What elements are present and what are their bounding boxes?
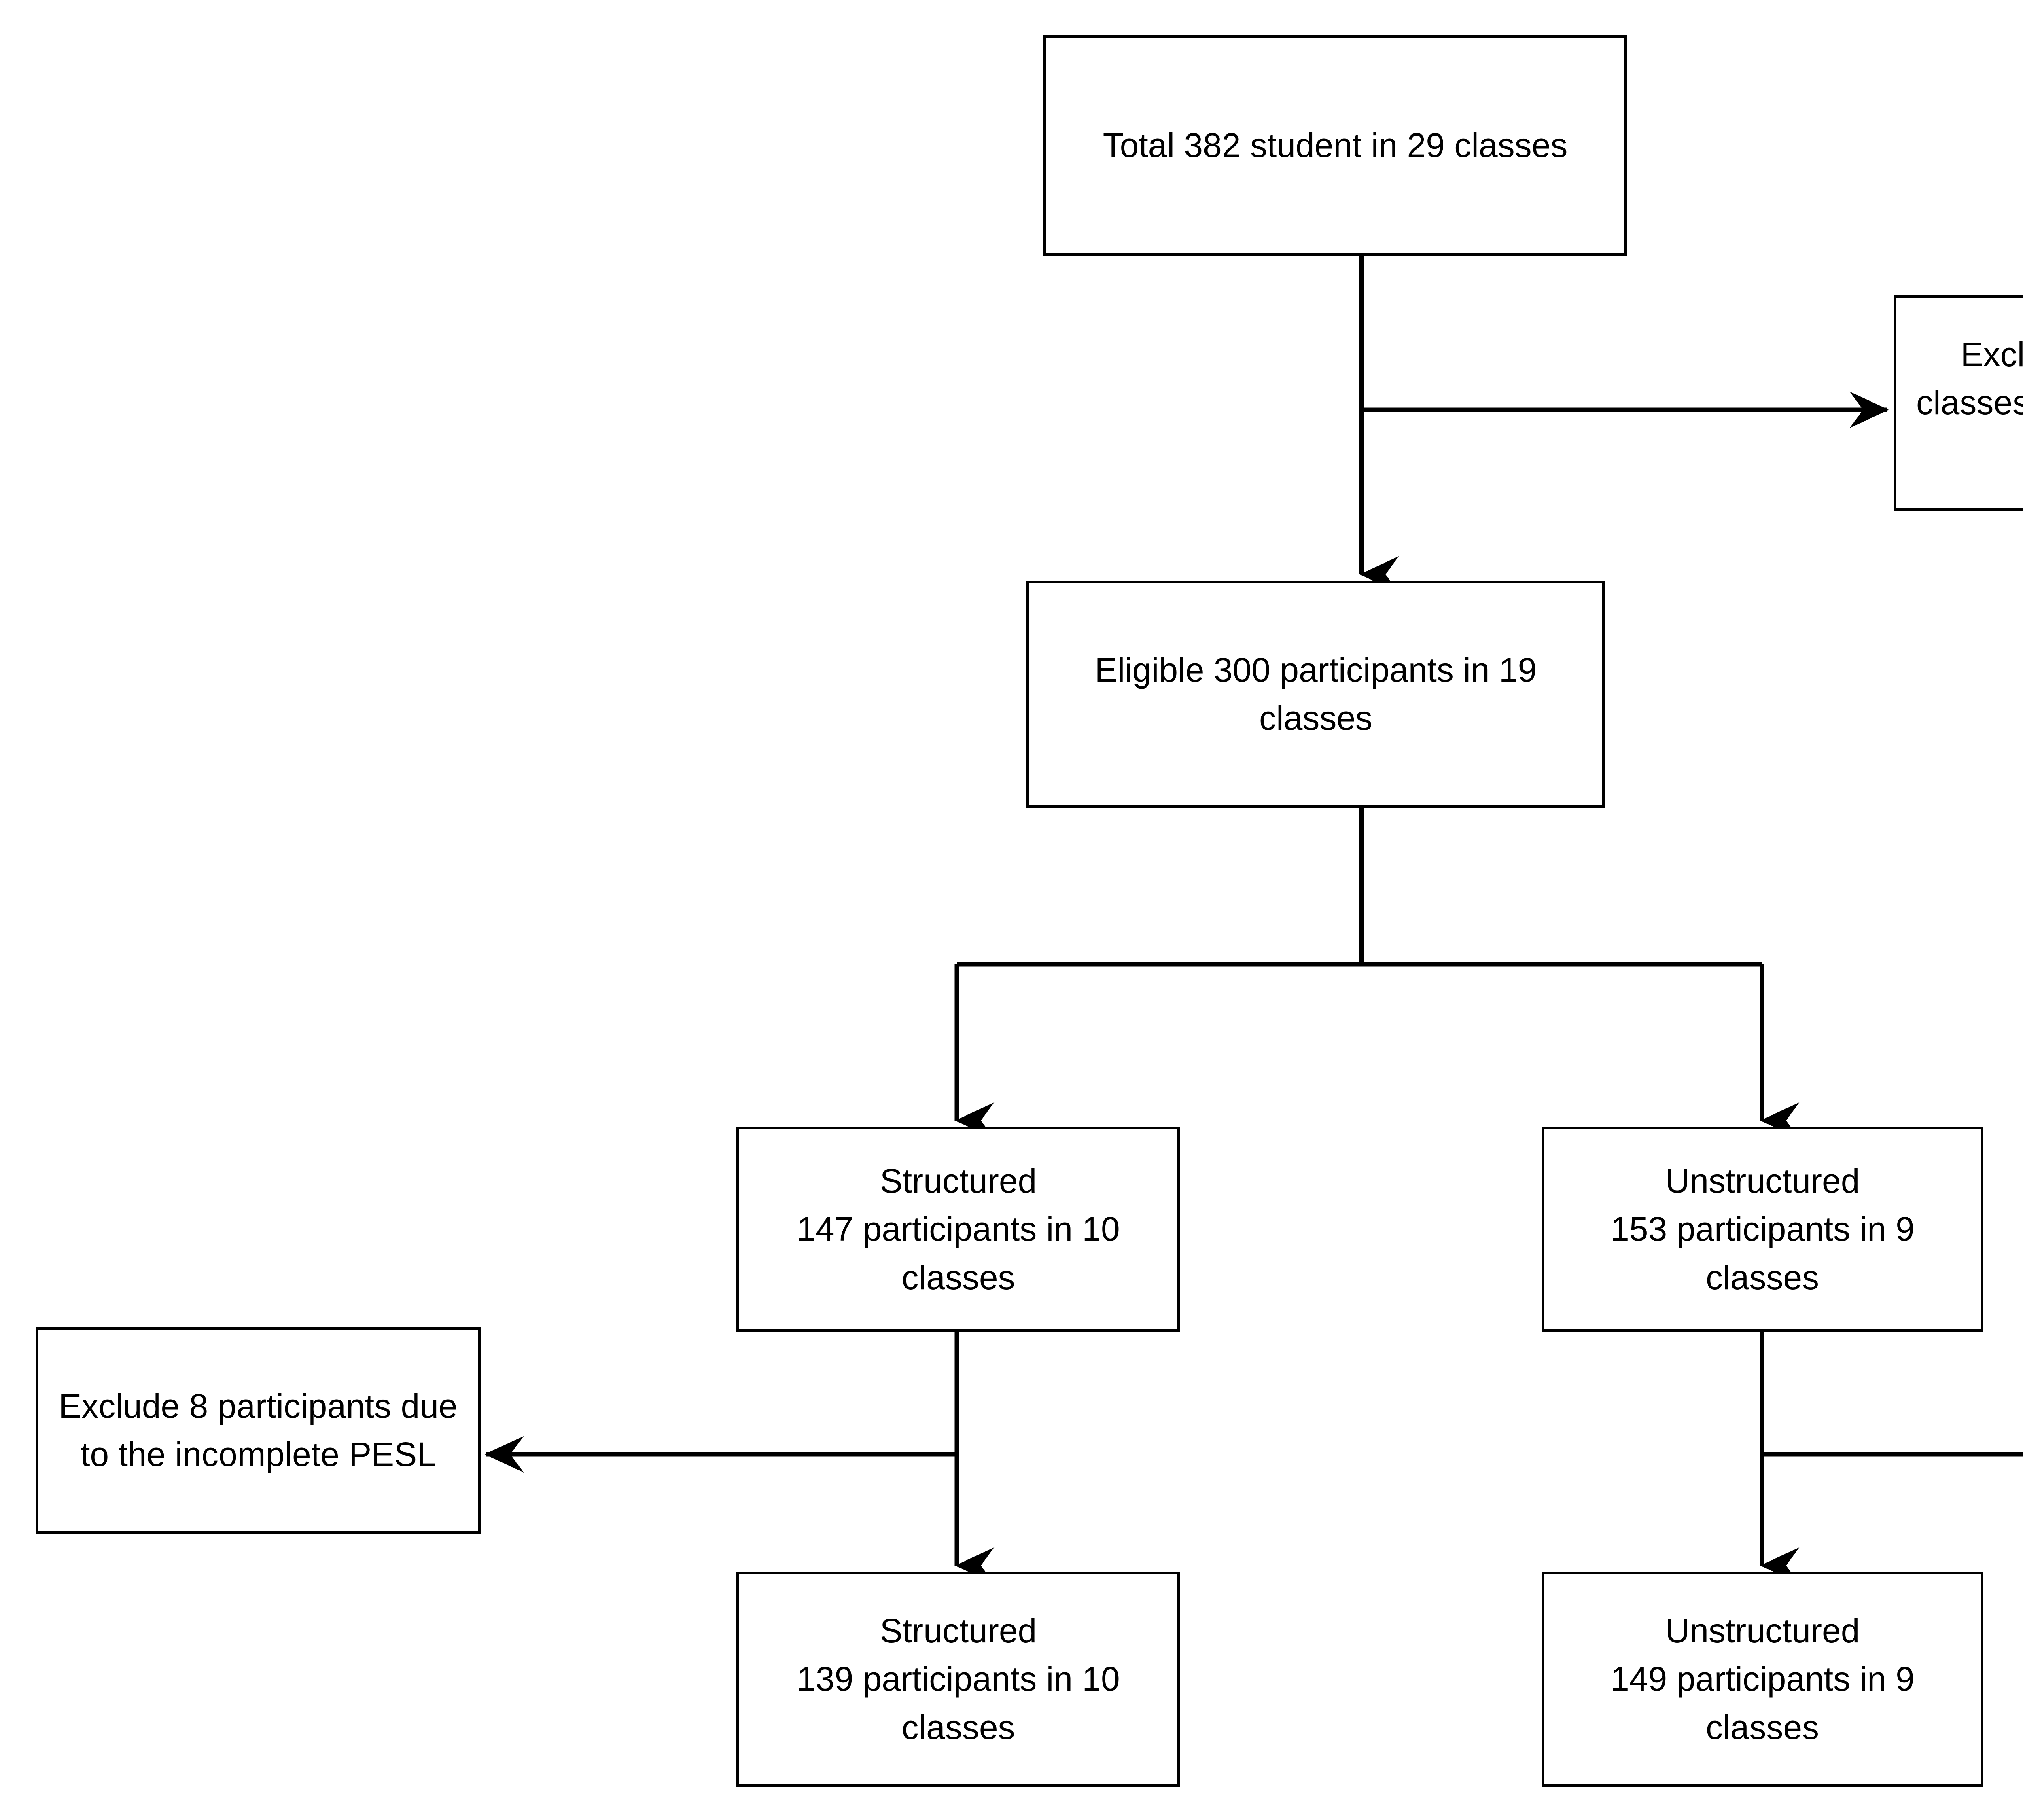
node-total-enrolled: Total 382 student in 29 classes — [1043, 35, 1627, 256]
node-excluded-randomization-failure: Excluded 82 participants in 10 classes d… — [1894, 295, 2023, 511]
node-exclude-structured-incomplete-pesl-label: Exclude 8 participants due to the incomp… — [59, 1387, 458, 1473]
node-structured-analyzed: Structured 139 participants in 10 classe… — [736, 1572, 1180, 1787]
node-unstructured-allocated-label: Unstructured 153 participants in 9 class… — [1610, 1162, 1915, 1297]
node-excluded-randomization-failure-label: Excluded 82 participants in 10 classes d… — [1916, 335, 2023, 422]
node-total-enrolled-label: Total 382 student in 29 classes — [1103, 126, 1568, 164]
node-unstructured-analyzed: Unstructured 149 participants in 9 class… — [1542, 1572, 1983, 1787]
node-structured-analyzed-label: Structured 139 participants in 10 classe… — [797, 1612, 1120, 1746]
node-eligible-participants-label: Eligible 300 participants in 19 classes — [1094, 650, 1537, 737]
node-exclude-structured-incomplete-pesl: Exclude 8 participants due to the incomp… — [36, 1327, 481, 1534]
node-unstructured-allocated: Unstructured 153 participants in 9 class… — [1542, 1127, 1983, 1332]
node-eligible-participants: Eligible 300 participants in 19 classes — [1026, 581, 1605, 808]
node-structured-allocated: Structured 147 participants in 10 classe… — [736, 1127, 1180, 1332]
node-unstructured-analyzed-label: Unstructured 149 participants in 9 class… — [1610, 1612, 1915, 1746]
node-structured-allocated-label: Structured 147 participants in 10 classe… — [797, 1162, 1120, 1297]
